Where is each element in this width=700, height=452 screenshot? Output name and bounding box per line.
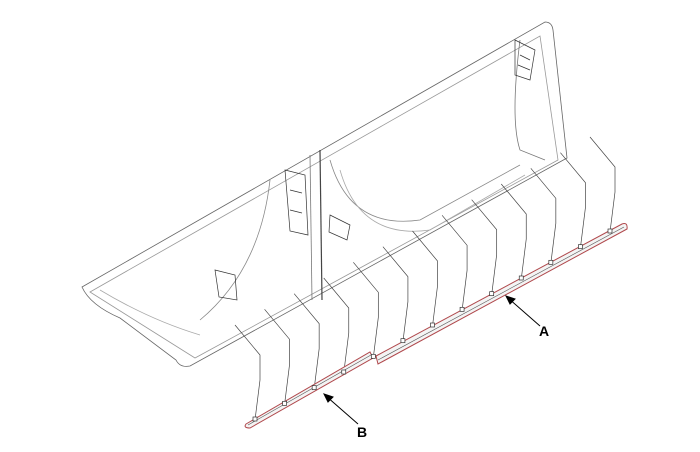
clip-marks xyxy=(252,228,613,422)
leader-line xyxy=(560,152,586,248)
clip-mark xyxy=(311,385,317,391)
clip-mark xyxy=(282,400,287,406)
leader-line xyxy=(353,262,379,358)
molding-a xyxy=(375,223,628,365)
label-a: A xyxy=(539,323,550,339)
clip-mark xyxy=(370,353,376,359)
leader-line xyxy=(382,246,409,342)
label-b: B xyxy=(357,424,368,440)
leader-line xyxy=(500,183,527,280)
clip-mark xyxy=(548,259,554,265)
door-panel xyxy=(81,21,568,367)
door-detail-clusters xyxy=(214,39,536,301)
clip-mark xyxy=(489,291,495,297)
arrow-b xyxy=(323,393,359,425)
leader-line xyxy=(293,293,320,389)
leader-line xyxy=(471,199,498,295)
leader-lines xyxy=(234,136,616,421)
clip-mark xyxy=(607,228,613,234)
clip-mark xyxy=(430,322,435,328)
leader-line xyxy=(412,230,438,327)
leader-line xyxy=(323,277,350,374)
leader-line xyxy=(441,215,468,311)
clip-mark xyxy=(518,275,524,281)
leader-line xyxy=(589,136,616,233)
clip-mark xyxy=(252,416,258,422)
molding-b xyxy=(244,351,374,429)
clip-mark xyxy=(341,369,347,375)
clip-mark xyxy=(459,306,465,312)
leader-line xyxy=(530,168,557,264)
arrow-a xyxy=(505,295,541,327)
clip-mark xyxy=(400,338,406,344)
leader-line xyxy=(264,309,290,405)
clip-mark xyxy=(578,244,583,250)
leader-line xyxy=(234,324,261,421)
